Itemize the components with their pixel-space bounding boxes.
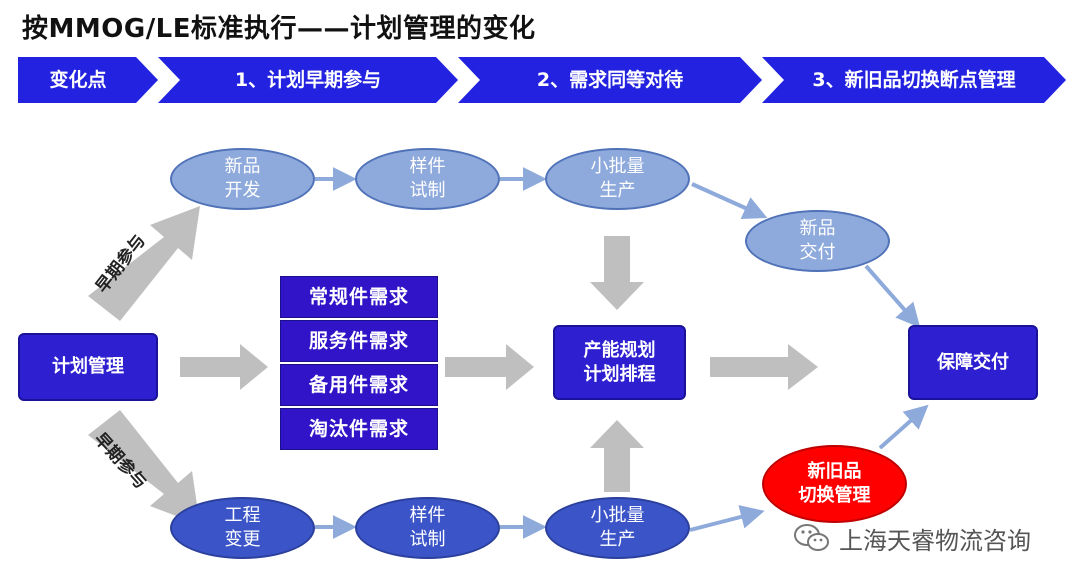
node-new-product-delivery: 新品交付: [745, 210, 890, 272]
banner-early-participation: 1、计划早期参与: [158, 57, 458, 103]
watermark-text: 上海天睿物流咨询: [839, 526, 1031, 555]
page-title: 按MMOG/LE标准执行——计划管理的变化: [22, 14, 536, 44]
node-plan-management: 计划管理: [18, 333, 158, 401]
gray-arrow-early-up: [88, 206, 200, 321]
node-sample-trial-top: 样件试制: [355, 148, 500, 210]
banner-label: 变化点: [49, 69, 107, 91]
demand-service: 服务件需求: [280, 320, 438, 362]
node-new-product-dev: 新品开发: [170, 148, 315, 210]
banner-switch-breakpoint: 3、新旧品切换断点管理: [762, 57, 1066, 103]
arrow-switch-to-guarantee: [878, 404, 929, 450]
banner-label: 1、计划早期参与: [234, 69, 382, 91]
wechat-icon: [794, 524, 829, 551]
gray-arrow-bottom-batch-up: [590, 420, 644, 492]
demand-obsolete: 淘汰件需求: [280, 408, 438, 450]
arrow-batch-to-switch: [689, 505, 765, 532]
gray-arrow-plan-to-demand: [180, 344, 268, 390]
node-capacity-planning: 产能规划计划排程: [553, 325, 686, 400]
node-guarantee-delivery: 保障交付: [908, 325, 1038, 400]
node-engineering-change: 工程变更: [170, 497, 315, 559]
banner-change-points: 变化点: [18, 57, 158, 103]
banner-label: 2、需求同等对待: [536, 69, 684, 91]
demand-spare: 备用件需求: [280, 364, 438, 406]
banner-equal-demand: 2、需求同等对待: [458, 57, 762, 103]
node-small-batch-bottom: 小批量生产: [545, 497, 690, 559]
node-small-batch-top: 小批量生产: [545, 148, 690, 210]
gray-arrow-demand-to-capacity: [445, 344, 534, 390]
node-sample-trial-bottom: 样件试制: [355, 497, 500, 559]
gray-arrow-top-batch-down: [590, 236, 644, 310]
gray-arrow-capacity-to-guarantee: [710, 344, 818, 390]
arrow-batch-to-delivery: [691, 182, 768, 220]
arrow-delivery-to-guarantee: [864, 264, 921, 328]
watermark: 上海天睿物流咨询: [793, 518, 1031, 558]
banner-label: 3、新旧品切换断点管理: [812, 69, 1016, 91]
node-old-new-switch: 新旧品切换管理: [762, 445, 907, 523]
demand-regular: 常规件需求: [280, 276, 438, 318]
gray-arrow-early-down: [88, 410, 200, 525]
